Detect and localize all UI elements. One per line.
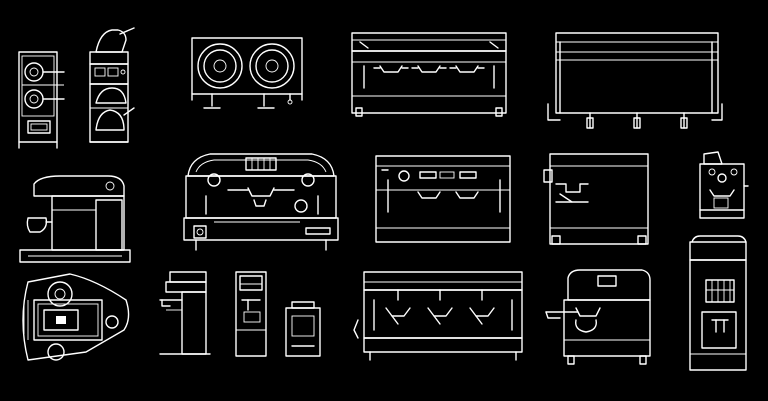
superautomatic-machine-icon <box>689 235 747 371</box>
espresso-machine-3-group-icon <box>351 32 507 117</box>
espresso-machine-top-view-icon <box>22 273 130 361</box>
home-espresso-grinder-icon <box>699 151 749 219</box>
iced-tea-brewer-icon <box>159 271 211 355</box>
espresso-machine-wide-icon <box>547 32 723 129</box>
hot-water-dispenser-icon <box>285 301 321 357</box>
espresso-machine-2-group-ornate-icon <box>183 153 339 251</box>
coffee-brewer-carafe-icon <box>89 27 135 143</box>
espresso-machine-1-group-icon <box>543 153 649 245</box>
coffee-brewer-twin-warmer-icon <box>18 51 65 149</box>
pod-espresso-machine-side-icon <box>19 175 131 263</box>
single-cup-brewer-icon <box>235 271 267 357</box>
double-coffee-warmer-icon <box>191 37 303 109</box>
espresso-machine-compact-icon <box>545 269 651 365</box>
espresso-machine-3-group-box-icon <box>375 155 511 243</box>
espresso-machine-3-group-legs-icon <box>353 271 523 361</box>
